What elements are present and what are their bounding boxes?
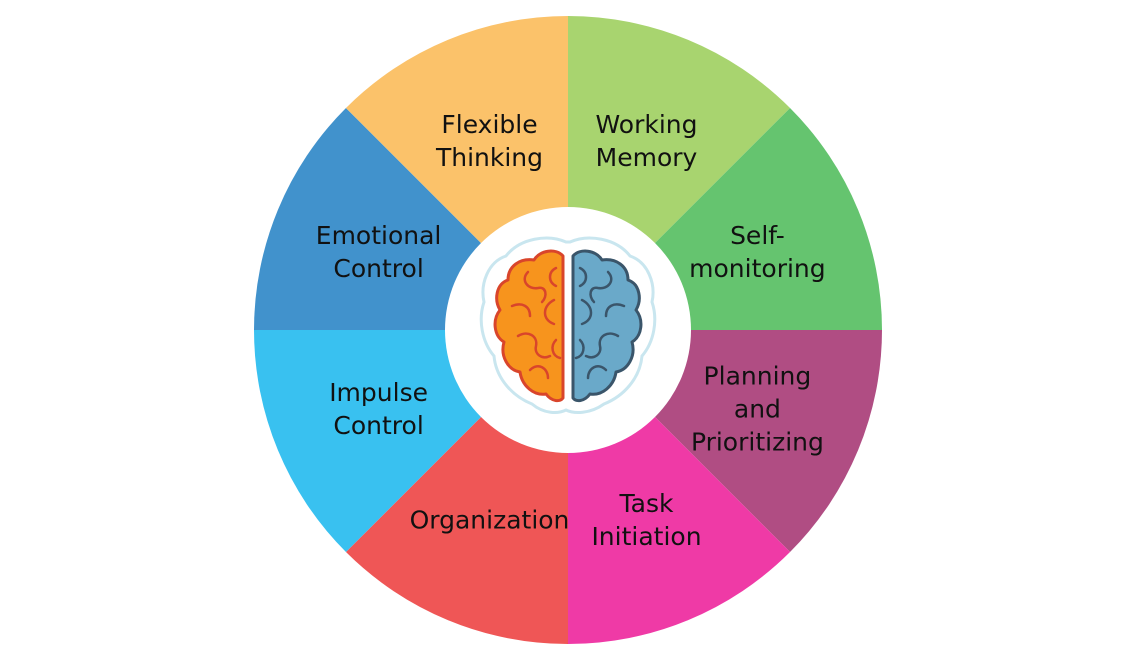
segment-label-organization: Organization [410,505,570,534]
brain-icon [479,236,657,414]
segment-label-line: Initiation [591,522,701,551]
segment-label-line: Emotional [316,221,442,250]
segment-label-line: Memory [596,143,698,172]
segment-label-line: Self- [730,221,785,250]
segment-label-line: Planning [704,362,812,391]
segment-label-self-monitoring: Self-monitoring [689,221,825,283]
segment-label-line: Working [596,110,698,139]
segment-label-line: Impulse [329,378,428,407]
segment-label-line: Prioritizing [691,428,824,457]
brain-left-hemisphere [493,249,565,403]
segment-label-line: Control [333,411,423,440]
segment-label-line: Control [333,254,423,283]
segment-label-line: monitoring [689,254,825,283]
brain-left-folds [510,266,562,380]
brain-right-folds [574,266,626,380]
segment-label-line: Task [619,489,674,518]
segment-label-line: Organization [410,505,570,534]
brain-right-hemisphere [571,249,643,403]
segment-label-line: and [734,395,781,424]
segment-label-line: Thinking [435,143,543,172]
segment-label-line: Flexible [441,110,537,139]
